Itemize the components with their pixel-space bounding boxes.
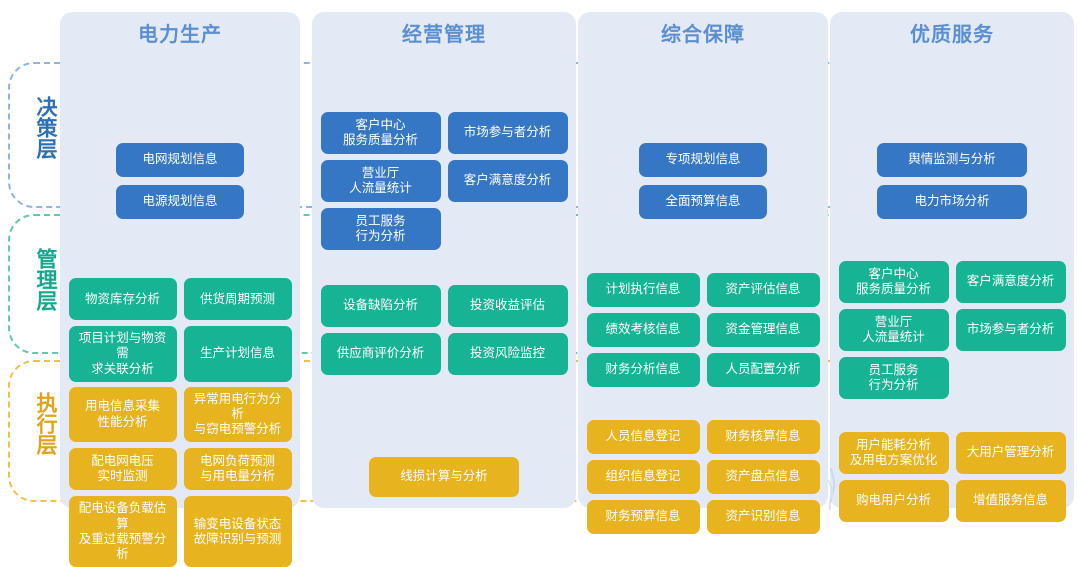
- zone-management-business-management: 设备缺陷分析 投资收益评估 供应商评价分析 投资风险监控: [312, 260, 576, 400]
- chip-item[interactable]: 异常用电行为分析 与窃电预警分析: [183, 386, 292, 443]
- column-comprehensive-support: 综合保障 专项规划信息 全面预算信息 计划执行信息 资产评估信息 绩效考核信息 …: [578, 12, 828, 534]
- zone-management-quality-service: 客户中心 服务质量分析 客户满意度分析 营业厅 人流量统计 市场参与者分析 员工…: [830, 260, 1074, 400]
- chip-item[interactable]: 财务预算信息: [586, 500, 700, 534]
- chip-item[interactable]: 客户满意度分析: [447, 160, 568, 202]
- spacer: [448, 208, 568, 250]
- zone-decision-business-management: 客户中心 服务质量分析 市场参与者分析 营业厅 人流量统计 客户满意度分析 员工…: [312, 108, 576, 254]
- chip-item[interactable]: 组织信息登记: [586, 460, 700, 494]
- row-label-execution: 执行层: [34, 392, 57, 455]
- chip-item[interactable]: 资产盘点信息: [706, 460, 820, 494]
- chip-item[interactable]: 资金管理信息: [706, 313, 820, 347]
- chip-item[interactable]: 客户满意度分析: [955, 261, 1066, 303]
- zone-decision-power-production: 电网规划信息 电源规划信息: [60, 108, 300, 254]
- chip-item[interactable]: 计划执行信息: [586, 273, 700, 307]
- zone-management-comprehensive-support: 计划执行信息 资产评估信息 绩效考核信息 资金管理信息 财务分析信息 人员配置分…: [578, 260, 828, 400]
- zone-execution-power-production: 用电信息采集 性能分析 异常用电行为分析 与窃电预警分析 配电网电压 实时监测 …: [60, 386, 300, 567]
- chip-item[interactable]: 增值服务信息: [955, 480, 1066, 522]
- chip-item[interactable]: 客户中心 服务质量分析: [320, 112, 441, 154]
- chip-item[interactable]: 绩效考核信息: [586, 313, 700, 347]
- chip-item[interactable]: 营业厅 人流量统计: [320, 160, 441, 202]
- chip-item[interactable]: 投资风险监控: [447, 333, 568, 375]
- chip-item[interactable]: 用户能耗分析 及用电方案优化: [838, 432, 949, 474]
- chip-item[interactable]: 员工服务 行为分析: [838, 357, 949, 399]
- chip-item[interactable]: 配电设备负载估算 及重过载预警分析: [68, 496, 177, 567]
- chip-item[interactable]: 线损计算与分析: [369, 457, 519, 497]
- spacer: [956, 357, 1066, 399]
- chip-item[interactable]: 输变电设备状态 故障识别与预测: [183, 496, 292, 567]
- chip-item[interactable]: 资产评估信息: [706, 273, 820, 307]
- zone-decision-quality-service: 舆情监测与分析 电力市场分析: [830, 108, 1074, 254]
- chip-item[interactable]: 财务核算信息: [706, 420, 820, 454]
- chip-item[interactable]: 员工服务 行为分析: [320, 208, 441, 250]
- chip-item[interactable]: 人员配置分析: [706, 353, 820, 387]
- row-label-decision: 决策层: [34, 96, 57, 159]
- chip-item[interactable]: 配电网电压 实时监测: [68, 448, 177, 491]
- chip-item[interactable]: 专项规划信息: [639, 143, 767, 177]
- chip-item[interactable]: 市场参与者分析: [447, 112, 568, 154]
- column-business-management: 经营管理 客户中心 服务质量分析 市场参与者分析 营业厅 人流量统计 客户满意度…: [312, 12, 576, 508]
- chip-item[interactable]: 项目计划与物资需 求关联分析: [68, 326, 177, 382]
- zone-execution-quality-service: 用户能耗分析 及用电方案优化 大用户管理分析 购电用户分析 增值服务信息: [830, 406, 1074, 548]
- chip-item[interactable]: 购电用户分析: [838, 480, 949, 522]
- chip-item[interactable]: 舆情监测与分析: [877, 143, 1027, 177]
- chip-item[interactable]: 供应商评价分析: [320, 333, 441, 375]
- chip-item[interactable]: 生产计划信息: [183, 326, 292, 382]
- column-title-quality-service: 优质服务: [910, 24, 994, 46]
- zone-management-power-production: 物资库存分析 供货周期预测 项目计划与物资需 求关联分析 生产计划信息: [60, 260, 300, 400]
- chip-item[interactable]: 投资收益评估: [447, 285, 568, 327]
- chip-item[interactable]: 电网规划信息: [116, 143, 244, 177]
- column-quality-service: 优质服务 舆情监测与分析 电力市场分析 客户中心 服务质量分析 客户满意度分析 …: [830, 12, 1074, 522]
- chip-item[interactable]: 市场参与者分析: [955, 309, 1066, 351]
- architecture-diagram: 决策层 管理层 执行层 电力生产 电网规划信息 电源规划信息 物资库存分析 供货…: [8, 12, 1074, 567]
- chip-item[interactable]: 设备缺陷分析: [320, 285, 441, 327]
- chip-item[interactable]: 物资库存分析: [68, 278, 177, 321]
- column-title-business-management: 经营管理: [402, 24, 486, 46]
- row-label-management: 管理层: [34, 248, 57, 311]
- zone-execution-comprehensive-support: 人员信息登记 财务核算信息 组织信息登记 资产盘点信息 财务预算信息 资产识别信…: [578, 406, 828, 548]
- chip-item[interactable]: 全面预算信息: [639, 185, 767, 219]
- column-title-power-production: 电力生产: [138, 24, 222, 46]
- column-power-production: 电力生产 电网规划信息 电源规划信息 物资库存分析 供货周期预测 项目计划与物资…: [60, 12, 300, 567]
- chip-item[interactable]: 财务分析信息: [586, 353, 700, 387]
- chip-item[interactable]: 电网负荷预测 与用电量分析: [183, 448, 292, 491]
- zone-decision-comprehensive-support: 专项规划信息 全面预算信息: [578, 108, 828, 254]
- chip-item[interactable]: 营业厅 人流量统计: [838, 309, 949, 351]
- zone-execution-business-management: 线损计算与分析: [312, 406, 576, 548]
- chip-item[interactable]: 资产识别信息: [706, 500, 820, 534]
- chip-item[interactable]: 供货周期预测: [183, 278, 292, 321]
- chip-item[interactable]: 人员信息登记: [586, 420, 700, 454]
- chip-item[interactable]: 电源规划信息: [116, 185, 244, 219]
- chip-item[interactable]: 客户中心 服务质量分析: [838, 261, 949, 303]
- chip-item[interactable]: 电力市场分析: [877, 185, 1027, 219]
- chip-item[interactable]: 大用户管理分析: [955, 432, 1066, 474]
- column-title-comprehensive-support: 综合保障: [661, 24, 745, 46]
- chip-item[interactable]: 用电信息采集 性能分析: [68, 386, 177, 443]
